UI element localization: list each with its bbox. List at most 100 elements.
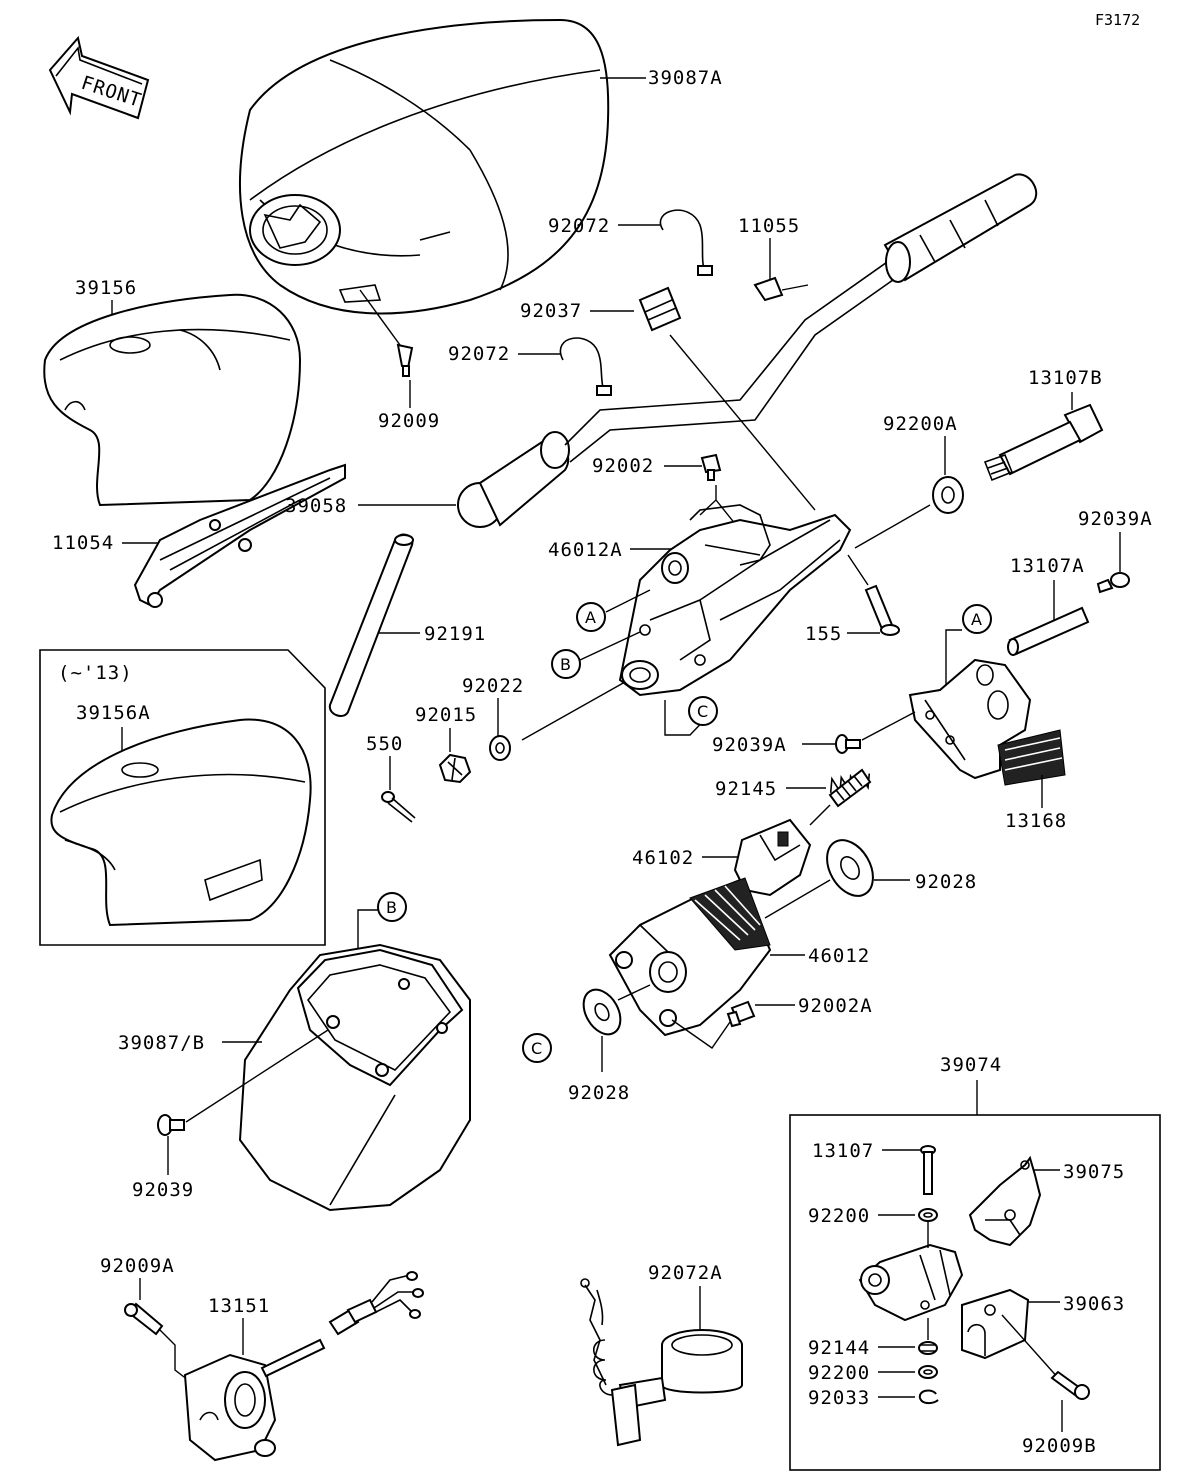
part-label-11055: 11055 [738, 215, 800, 237]
part-label-92037: 92037 [520, 300, 582, 322]
part-label-155: 155 [805, 623, 842, 645]
part-label-92022: 92022 [462, 675, 524, 697]
inset-label: (~'13) [58, 662, 133, 684]
front-arrow-icon: FRONT [48, 35, 150, 120]
washer-92200-upper-part [918, 1208, 938, 1222]
part-label-39074: 39074 [940, 1054, 1002, 1076]
clip-11055-part [753, 276, 809, 302]
part-label-92002: 92002 [592, 455, 654, 477]
part-label-39058: 39058 [285, 495, 347, 517]
band-92072-upper-part [659, 209, 713, 276]
part-label-92200-upper: 92200 [808, 1205, 870, 1227]
part-label-92002A: 92002A [798, 995, 873, 1017]
part-label-92028-lower: 92028 [568, 1082, 630, 1104]
callout-a-lower: A [971, 610, 982, 629]
washer-92022-part [489, 735, 511, 761]
part-label-11054: 11054 [52, 532, 114, 554]
bolt-13107B-part [983, 403, 1104, 482]
spring-92144-part [918, 1341, 938, 1355]
part-label-92009A: 92009A [100, 1255, 175, 1277]
part-label-92200A: 92200A [883, 413, 958, 435]
bracket-11054-part [133, 463, 346, 608]
rivet-92039A-lower-part [835, 734, 861, 754]
clamp-92037-part [638, 286, 682, 332]
diagram-code: F3172 [1095, 11, 1140, 29]
part-label-13151: 13151 [208, 1295, 270, 1317]
part-label-13107A: 13107A [1010, 555, 1085, 577]
kit-box-39074 [789, 1114, 1161, 1471]
part-label-92072A: 92072A [648, 1262, 723, 1284]
part-label-46012A: 46012A [548, 539, 623, 561]
cover-39156A-part [50, 718, 312, 927]
upper-cover-part [239, 18, 610, 315]
washer-92028-lower-part [582, 988, 622, 1036]
cam-46102-part [733, 818, 812, 897]
part-label-39087A: 39087A [648, 67, 723, 89]
callout-c-upper: C [697, 702, 708, 721]
washer-92200A-part [932, 476, 964, 514]
part-label-13168: 13168 [1005, 810, 1067, 832]
lower-cover-39087B-part [238, 943, 471, 1212]
callout-c-lower-circle [522, 1033, 552, 1063]
part-label-92009B: 92009B [1022, 1435, 1097, 1457]
callout-c-circle [688, 696, 718, 726]
part-label-92072-lower: 92072 [448, 343, 510, 365]
part-label-39063: 39063 [1063, 1293, 1125, 1315]
callout-b-lower: B [386, 898, 397, 917]
callout-b-upper: B [560, 655, 571, 674]
part-label-39156: 39156 [75, 277, 137, 299]
screw-92009-part [396, 343, 414, 377]
circlip-92033-part [918, 1389, 939, 1405]
callout-b-lower-circle [377, 892, 407, 922]
pin-13107-part [920, 1145, 936, 1195]
callout-a-circle [576, 602, 606, 632]
housing-46012-part [608, 877, 772, 1037]
part-label-92028-upper: 92028 [915, 871, 977, 893]
part-label-46012: 46012 [808, 945, 870, 967]
part-label-39075: 39075 [1063, 1161, 1125, 1183]
spring-92145-part [828, 768, 872, 808]
part-label-92009: 92009 [378, 410, 440, 432]
steering-holder-46012A-part [618, 504, 852, 697]
part-label-92191: 92191 [424, 623, 486, 645]
part-label-92200-lower: 92200 [808, 1362, 870, 1384]
cotter-pin-550-part [381, 791, 416, 823]
part-label-92145: 92145 [715, 778, 777, 800]
callout-a-upper: A [585, 608, 596, 627]
part-label-550: 550 [366, 733, 403, 755]
cover-39063-part [961, 1288, 1030, 1360]
washer-92028-upper-part [826, 839, 874, 897]
handlebar-39058-part [457, 173, 1038, 528]
pin-13107A-part [1007, 606, 1090, 656]
screw-92009B-part [1050, 1370, 1090, 1400]
part-label-92039: 92039 [132, 1179, 194, 1201]
part-label-92144: 92144 [808, 1337, 870, 1359]
rivet-92039A-upper-part [1096, 572, 1130, 594]
part-label-92015: 92015 [415, 704, 477, 726]
part-label-13107: 13107 [812, 1140, 874, 1162]
part-label-39156A: 39156A [76, 702, 151, 724]
inset-box [39, 649, 326, 946]
part-label-92033: 92033 [808, 1387, 870, 1409]
callout-a-right-circle [962, 604, 992, 634]
part-label-39087B: 39087/B [118, 1032, 205, 1054]
lever-13168-part [908, 658, 1066, 786]
part-label-13107B: 13107B [1028, 367, 1103, 389]
rivet-92039-part [157, 1114, 185, 1136]
callout-b-circle [551, 649, 581, 679]
callout-c-lower: C [531, 1039, 542, 1058]
bolt-92002A-part [726, 1000, 756, 1028]
bracket-39075-part [968, 1155, 1042, 1247]
bolt-92002-part [700, 453, 722, 481]
rod-92191-part [328, 533, 414, 717]
bolt-155-part [864, 584, 900, 636]
switch-13151-part [183, 1271, 424, 1462]
washer-92200-lower-part [918, 1365, 938, 1379]
holder-main-part [858, 1243, 964, 1322]
cover-39156-part [43, 293, 302, 507]
lanyard-92072A-part [580, 1278, 743, 1447]
part-label-92039A-lower: 92039A [712, 734, 787, 756]
part-label-92072-upper: 92072 [548, 215, 610, 237]
part-label-46102: 46102 [632, 847, 694, 869]
